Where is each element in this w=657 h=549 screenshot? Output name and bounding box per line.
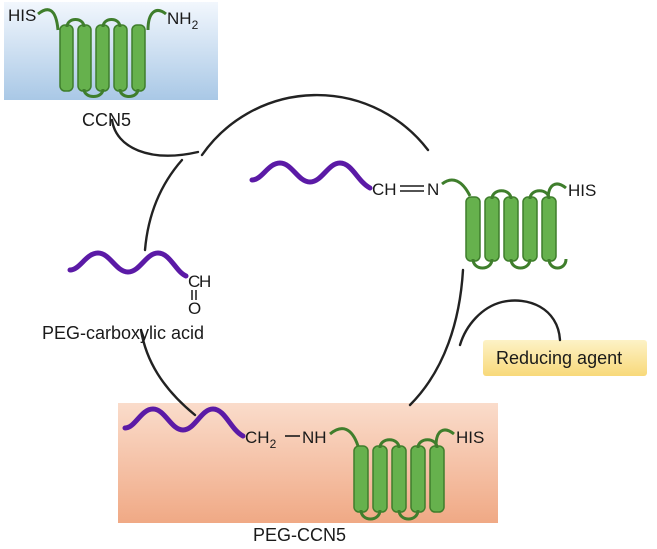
imine-n-label: N [427, 180, 439, 199]
reaction-cycle [110, 93, 562, 417]
product-helix [429, 445, 445, 513]
peg-chain-acid [67, 250, 189, 279]
reducing-agent-box [483, 340, 647, 376]
product-loop [359, 509, 382, 521]
reducing-agent-curve [458, 299, 562, 347]
product-helix [391, 445, 407, 513]
ccn5-helix [59, 24, 74, 92]
product-helix [410, 445, 426, 513]
imine-helix [484, 196, 500, 262]
acid-h-label: H [199, 272, 211, 291]
imine-helix [541, 196, 557, 262]
product-helix [353, 445, 369, 513]
imine-ch-label: CH [372, 180, 397, 199]
ccn5-nh-subscript: 2 [192, 18, 199, 32]
ccn5-label: CCN5 [82, 110, 131, 130]
imine-loop [509, 258, 532, 270]
ccn5-protein [37, 8, 167, 98]
product-helix [372, 445, 388, 513]
peg-chain-product [122, 406, 246, 439]
product-ch-text: CH [245, 428, 270, 447]
imine-helix [503, 196, 519, 262]
ccn5-helix [131, 24, 146, 92]
product-protein-tail [329, 427, 360, 447]
reducing-agent-label: Reducing agent [496, 348, 622, 368]
ccn5-loop [65, 18, 86, 28]
product-protein [353, 438, 445, 521]
imine-protein [465, 189, 568, 270]
imine-helix [522, 196, 538, 262]
ccn5-his-tail [37, 8, 60, 31]
imine-loop [547, 258, 568, 270]
ccn5-nh2-label: NH2 [167, 9, 199, 32]
ccn5-to-cycle-curve [110, 118, 200, 157]
product-loop [416, 438, 439, 449]
product-nh-label: NH [302, 428, 327, 447]
product-loop [397, 509, 420, 521]
ccn5-helix [113, 24, 128, 92]
peg-acid-label: PEG-carboxylic acid [42, 323, 204, 343]
ccn5-helix [95, 24, 110, 92]
peg-chain-imine [249, 160, 373, 191]
ccn5-loop [118, 88, 140, 98]
cycle-arc-lower-left [139, 328, 197, 417]
imine-helix [465, 196, 481, 262]
ccn5-loop [82, 88, 105, 98]
imine-loop [471, 258, 494, 270]
acid-o-label: O [188, 299, 201, 318]
ccn5-helix [77, 24, 92, 92]
ccn5-nh2-tail [146, 9, 167, 31]
product-his-label: HIS [456, 428, 484, 447]
cycle-arc-top [200, 93, 430, 157]
ccn5-his-label: HIS [8, 6, 36, 25]
product-ch-subscript: 2 [270, 437, 277, 451]
imine-his-label: HIS [568, 181, 596, 200]
cycle-arc-left [143, 158, 184, 252]
ccn5-loop [101, 18, 122, 28]
imine-loop [490, 189, 513, 200]
acid-c-label: C [188, 272, 200, 291]
imine-double-bond [400, 185, 424, 192]
ccn5-nh-text: NH [167, 9, 192, 28]
acid-double-bond [191, 290, 197, 300]
imine-protein-tail [441, 178, 472, 197]
imine-loop [528, 189, 551, 200]
peg-ccn5-label: PEG-CCN5 [253, 525, 346, 545]
product-ch2-label: CH2 [245, 428, 277, 451]
product-loop [378, 438, 401, 449]
cycle-arc-right [408, 268, 465, 407]
